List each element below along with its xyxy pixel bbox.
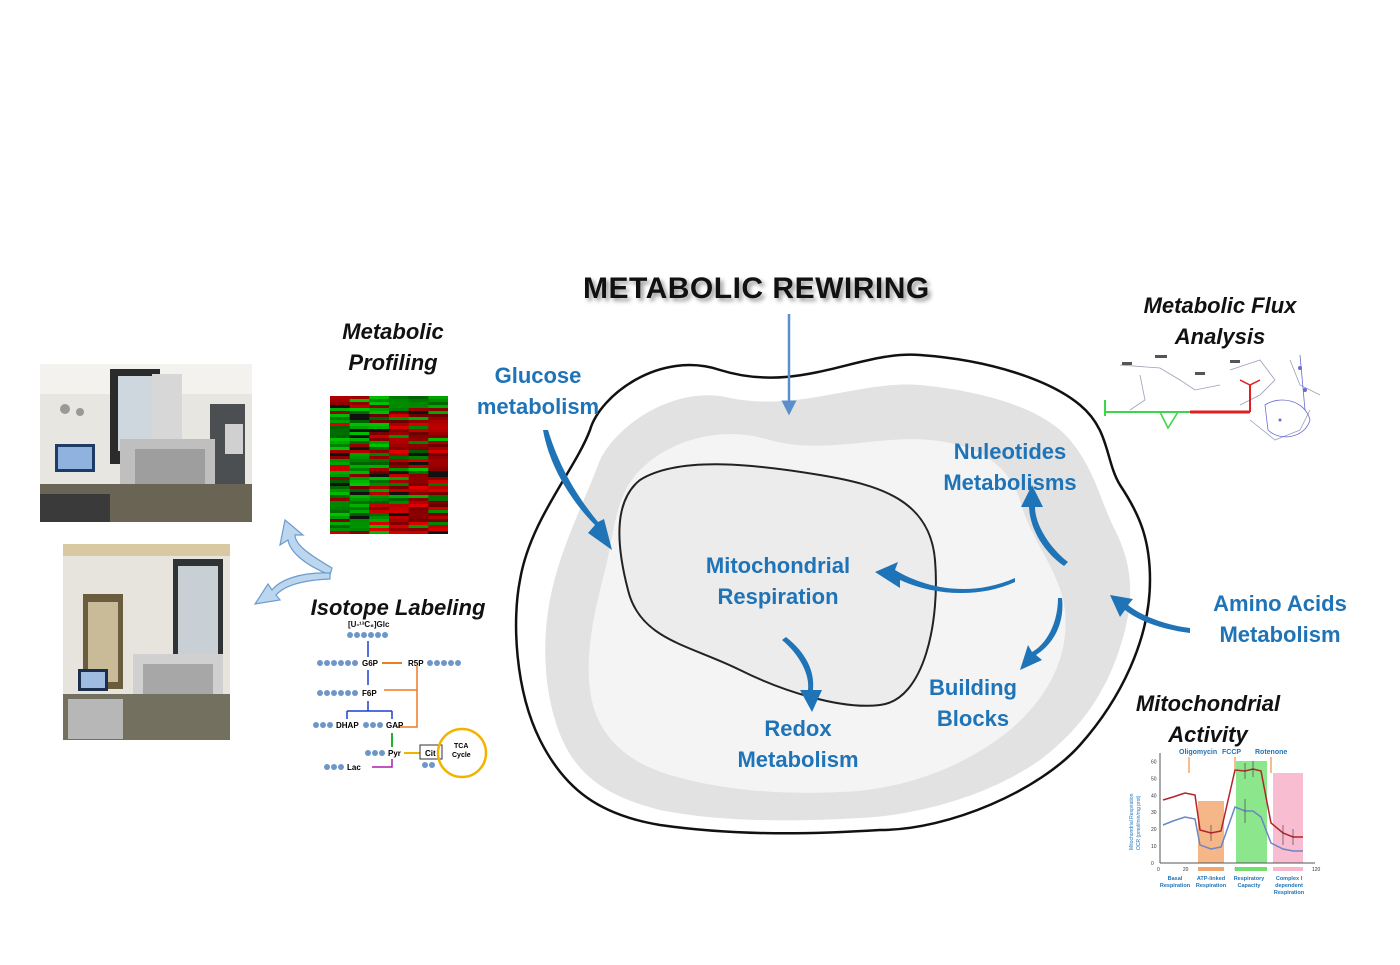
category-complex-3: Respiration bbox=[1274, 890, 1305, 896]
category-capacity-1: Respiratory bbox=[1234, 876, 1266, 882]
svg-text:R5P: R5P bbox=[408, 659, 424, 668]
method-arrows bbox=[253, 518, 333, 605]
svg-text:Pyr: Pyr bbox=[388, 749, 401, 758]
complex-i-region bbox=[1273, 773, 1303, 863]
svg-text:G6P: G6P bbox=[362, 659, 379, 668]
drug-label-fccp: FCCP bbox=[1222, 749, 1241, 756]
svg-text:F6P: F6P bbox=[362, 689, 377, 698]
svg-text:Cit: Cit bbox=[425, 749, 436, 758]
y-tick-label: 40 bbox=[1151, 793, 1157, 799]
red-trace bbox=[1162, 768, 1303, 838]
x-tick-label: 0 bbox=[1157, 867, 1160, 873]
pathway-arrows bbox=[543, 430, 1190, 712]
svg-text:TCA: TCA bbox=[454, 743, 468, 750]
y-tick-label: 30 bbox=[1151, 810, 1157, 816]
svg-text:DHAP: DHAP bbox=[336, 721, 359, 730]
category-basal-2: Respiration bbox=[1160, 883, 1191, 889]
drug-label-rotenone: Rotenone bbox=[1255, 749, 1287, 756]
y-ticks: 0 10 20 30 40 50 60 bbox=[1151, 759, 1157, 867]
isotope-labeling-diagram: [U-¹³C₆]Glc G6P R5P F6P DHAP GAP Pyr Cit… bbox=[313, 620, 488, 779]
svg-text:Lac: Lac bbox=[347, 763, 361, 772]
svg-text:Cycle: Cycle bbox=[452, 752, 471, 759]
category-complex-1: Complex I bbox=[1276, 876, 1303, 882]
x-tick-label: 120 bbox=[1312, 867, 1321, 873]
metabolic-profiling-heatmap bbox=[330, 396, 448, 534]
x-tick-label: 20 bbox=[1183, 867, 1189, 873]
y-tick-label: 20 bbox=[1151, 827, 1157, 833]
y-axis-label-1: Mitochondrial Respiration bbox=[1129, 793, 1135, 850]
y-axis-label-2: OCR (pmol/min/mg prot) bbox=[1136, 795, 1142, 850]
y-tick-label: 50 bbox=[1151, 776, 1157, 782]
category-atp-2: Respiration bbox=[1196, 883, 1227, 889]
svg-text:GAP: GAP bbox=[386, 721, 404, 730]
mitochondrion bbox=[618, 463, 937, 707]
mass-spectrometer-photo-2 bbox=[63, 544, 230, 740]
y-tick-label: 60 bbox=[1151, 759, 1157, 765]
diagram-title: METABOLIC REWIRING bbox=[583, 272, 930, 305]
glucose-carbon-dots bbox=[347, 632, 388, 638]
drug-label-oligomycin: Oligomycin bbox=[1179, 749, 1217, 756]
category-atp-1: ATP-linked bbox=[1197, 876, 1225, 882]
mitochondrial-activity-chart: Oligomycin FCCP Rotenone Mitochondrial R… bbox=[1129, 749, 1321, 896]
mass-spectrometer-photo-1 bbox=[40, 364, 252, 522]
isotope-labeling-label: Isotope Labeling bbox=[310, 595, 486, 620]
category-complex-2: dependent bbox=[1275, 883, 1303, 889]
tracer-label: [U-¹³C₆]Glc bbox=[348, 620, 390, 629]
y-tick-label: 0 bbox=[1151, 861, 1154, 867]
metabolic-flux-map bbox=[1104, 354, 1321, 441]
y-tick-label: 10 bbox=[1151, 844, 1157, 850]
category-capacity-2: Capacity bbox=[1238, 883, 1262, 889]
category-basal-1: Basal bbox=[1168, 876, 1183, 882]
blue-trace bbox=[1162, 806, 1303, 852]
